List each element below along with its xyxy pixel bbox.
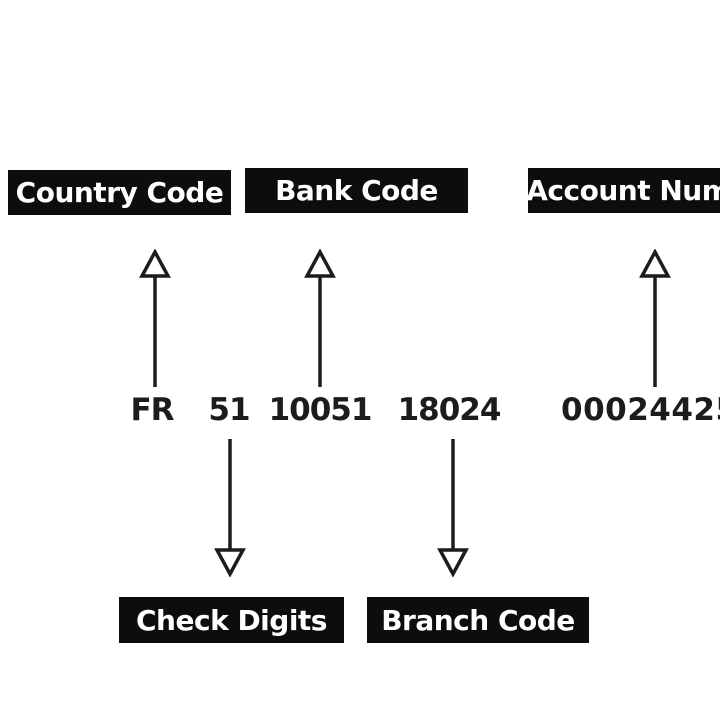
label-bank-code: Bank Code [245, 168, 468, 213]
label-account-number: Account Number [528, 168, 720, 213]
label-country-code-text: Country Code [15, 176, 224, 209]
iban-bank-code-value: 10051 [268, 392, 373, 428]
iban-branch-code-value: 18024 [397, 392, 502, 428]
label-bank-code-text: Bank Code [275, 174, 438, 207]
iban-check-digits-value: 51 [208, 392, 250, 428]
label-account-number-text: Account Number [528, 174, 720, 207]
up-arrow-bank-code-icon [304, 249, 336, 389]
down-arrow-check-digits-icon [214, 437, 246, 577]
label-check-digits-text: Check Digits [136, 603, 327, 637]
label-check-digits: Check Digits [119, 597, 344, 643]
label-branch-code: Branch Code [367, 597, 589, 643]
iban-country-code-value: FR [130, 392, 174, 428]
label-branch-code-text: Branch Code [381, 603, 575, 637]
up-arrow-account-number-icon [639, 249, 671, 389]
down-arrow-branch-code-icon [437, 437, 469, 577]
iban-account-number-value: 00024425 [561, 392, 720, 428]
up-arrow-country-code-icon [139, 249, 171, 389]
label-country-code: Country Code [8, 170, 231, 215]
